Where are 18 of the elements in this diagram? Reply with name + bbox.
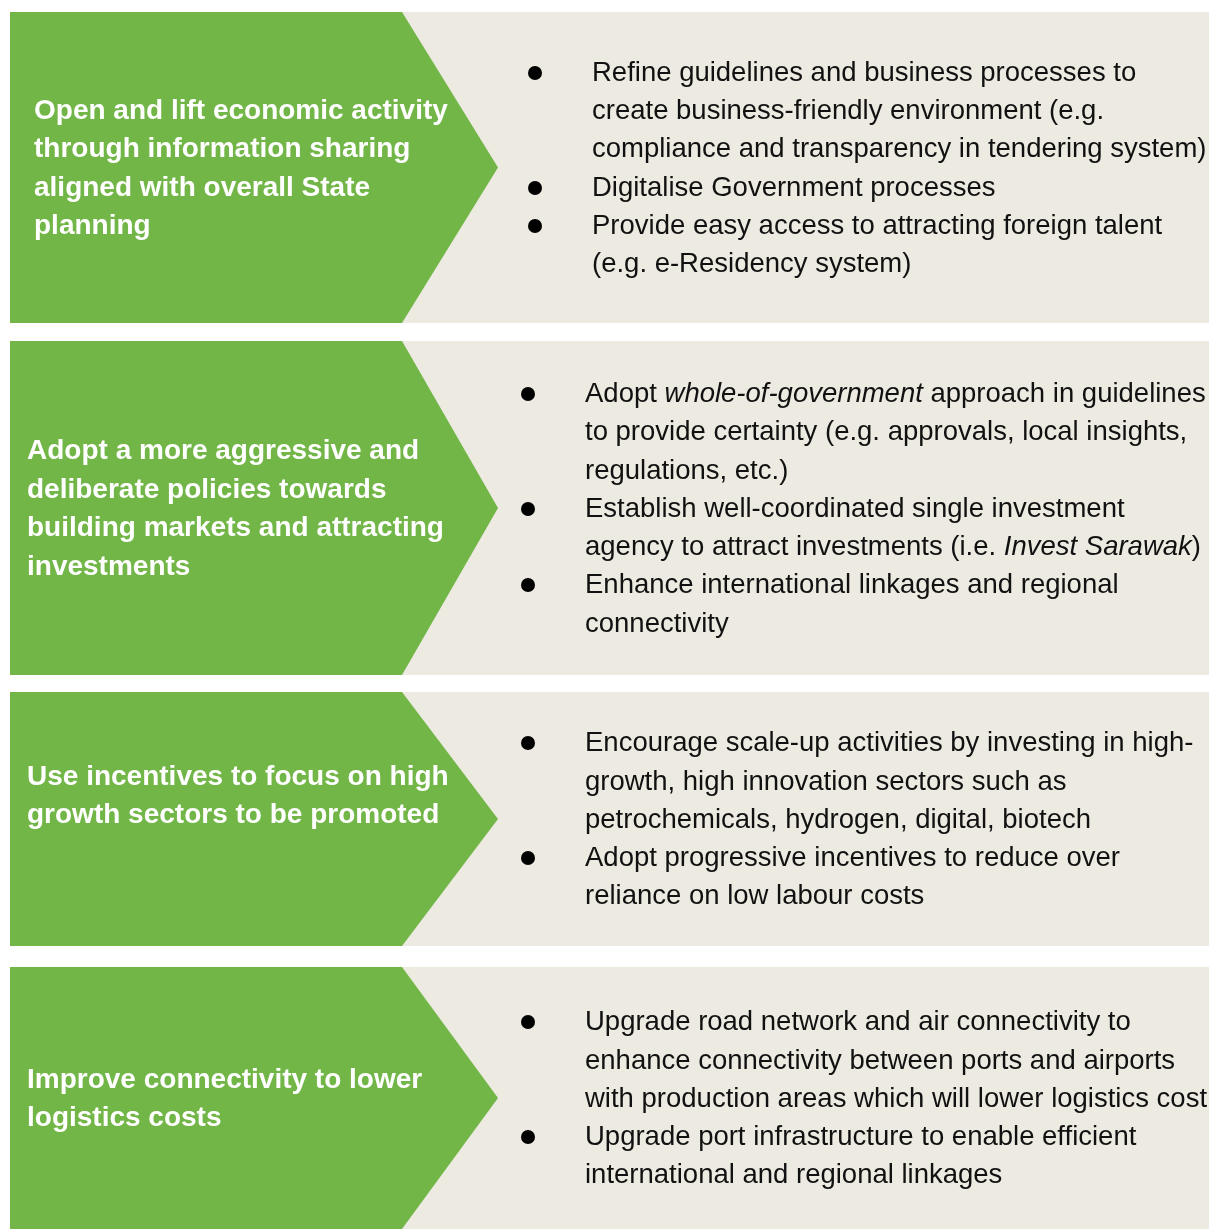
bullet-text: Digitalise Government processes (592, 169, 997, 204)
bullet-text: Refine guidelines and business processes to create business-friendly environment (e.g. compliance and transparency in tendering system) (592, 54, 1208, 166)
text-panel (10, 341, 1209, 675)
text-panel (10, 967, 1209, 1229)
bullet-text: Encourage scale-up activities by investing in high-growth, high innovation sectors such as petrochemicals, hydrogen, digital, biotech (585, 725, 1195, 836)
bullet-text: Upgrade port infrastructure to enable efficient international and regional linkages (585, 1119, 1138, 1192)
bullet-text: Upgrade road network and air connectivity to enhance connectivity between ports and airports with production areas which will lower logistics cost (585, 1004, 1209, 1115)
heading: Improve connectivity to lower logistics costs (27, 1061, 424, 1134)
bullet-text: Enhance international linkages and regional connectivity (585, 567, 1120, 640)
heading: Open and lift economic activity through information sharing aligned with overall State planning (34, 92, 449, 242)
heading: Adopt a more aggressive and deliberate policies towards building markets and attracting investments (27, 433, 445, 583)
bullet-text: Adopt progressive incentives to reduce over reliance on low labour costs (585, 840, 1121, 913)
bullet-text: Establish well-coordinated single investment agency to attract investments (i.e. Invest Sarawak) (585, 490, 1202, 564)
text-panel (10, 12, 1209, 323)
heading: Use incentives to focus on high growth sectors to be promoted (27, 758, 450, 831)
bullet-text: Adopt whole-of-government approach in guidelines to provide certainty (e.g. approvals, local insights, regulations, etc.) (585, 375, 1207, 487)
text-panel (10, 692, 1209, 946)
bullet-text: Provide easy access to attracting foreign talent (e.g. e-Residency system) (592, 207, 1164, 281)
